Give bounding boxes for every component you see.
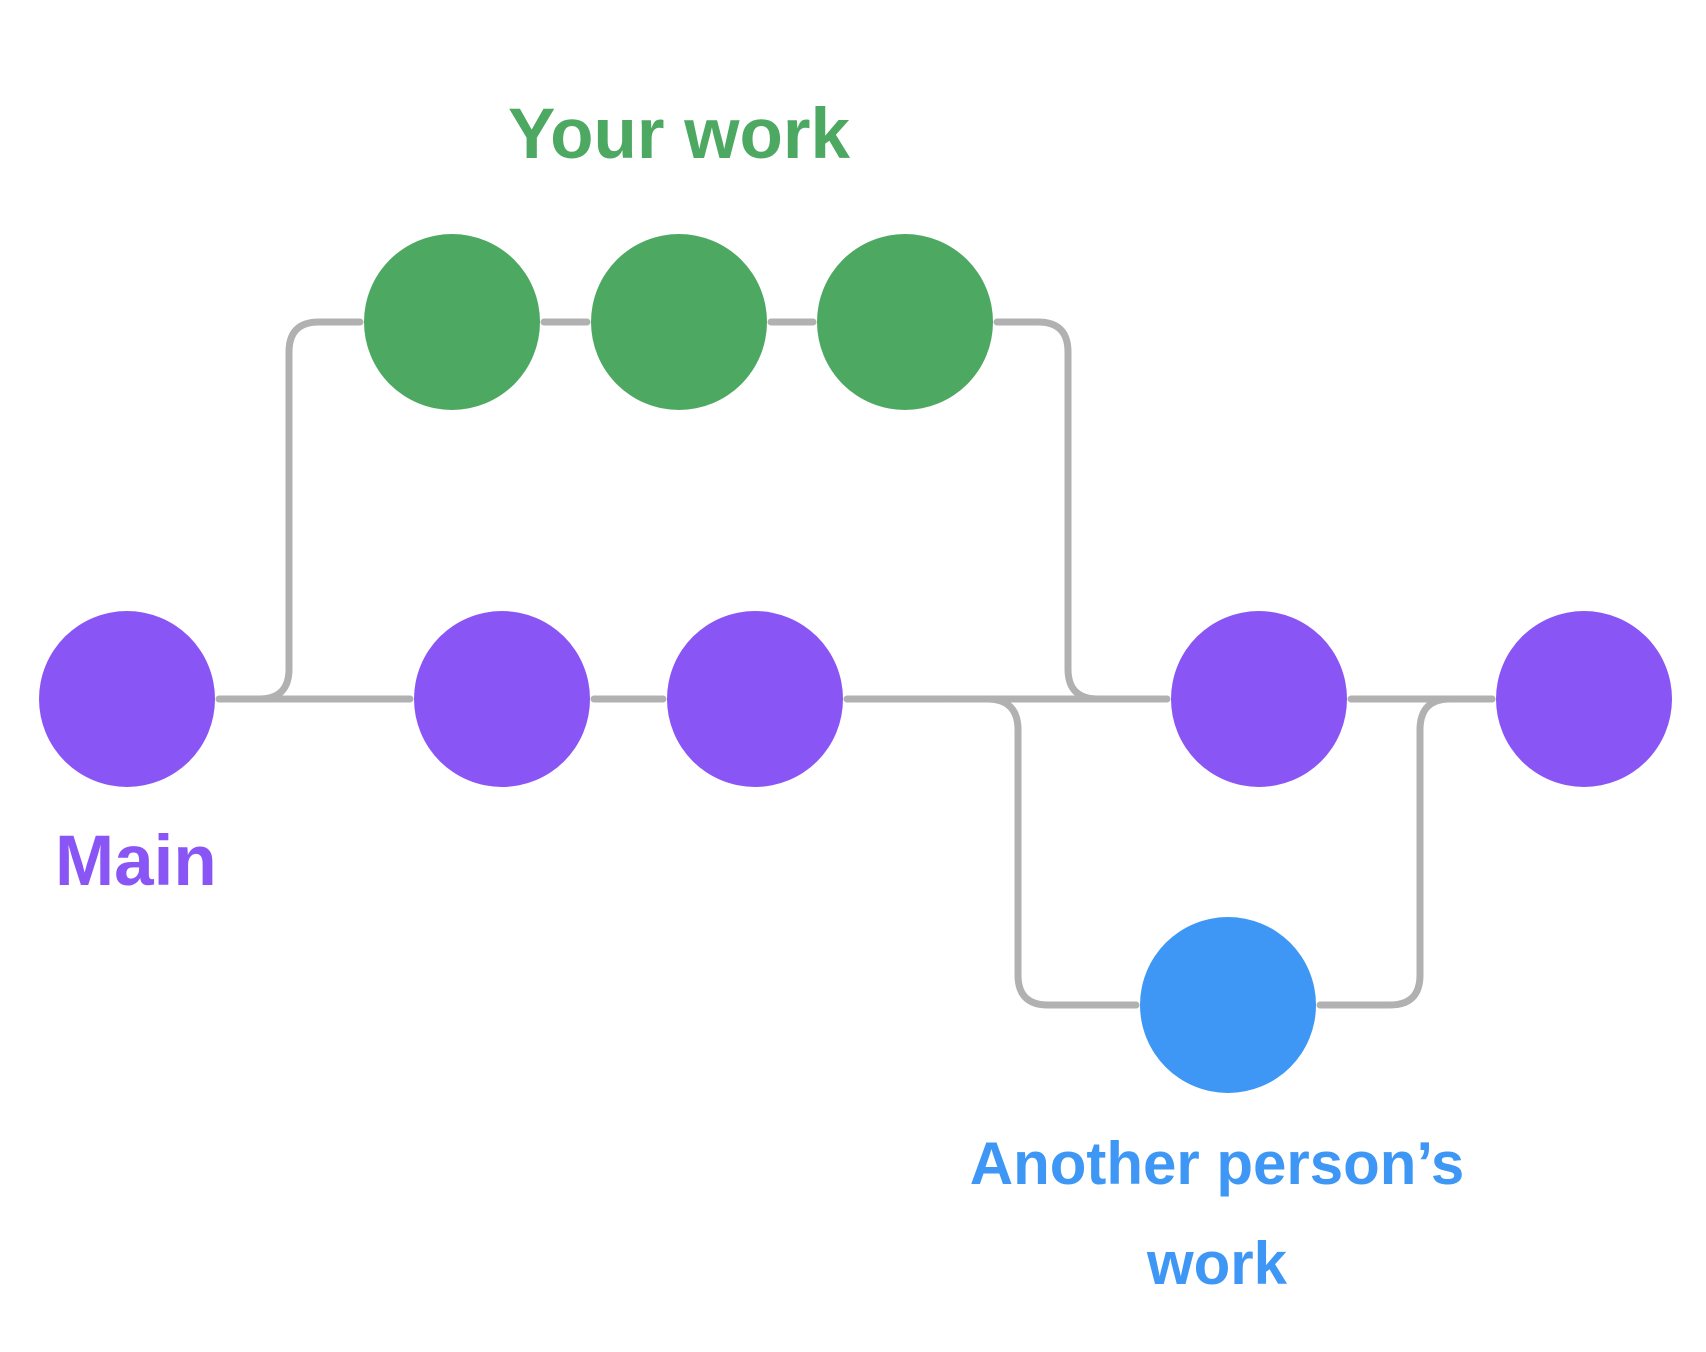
branch-out-your-work-connector — [226, 318, 364, 703]
main-commit-5-node — [1496, 611, 1672, 787]
branch-out-another-person-connector — [951, 695, 1140, 1009]
main-commit-4-node — [1171, 611, 1347, 787]
main-commit-3-node — [667, 611, 843, 787]
your-work-branch-label: Your work — [508, 95, 850, 174]
your-work-commit-1-node — [364, 234, 540, 410]
another-person-commit-1-node — [1140, 917, 1316, 1093]
your-work-commit-3-node — [817, 234, 993, 410]
main-branch-label: Main — [55, 822, 217, 901]
another-persons-work-branch-label: Another person’s work — [969, 1130, 1465, 1297]
merge-another-person-connector — [1316, 695, 1496, 1009]
merge-your-work-connector — [993, 318, 1124, 703]
main-commit-2-node — [414, 611, 590, 787]
your-work-commit-2-node — [591, 234, 767, 410]
main-commit-1-node — [39, 611, 215, 787]
